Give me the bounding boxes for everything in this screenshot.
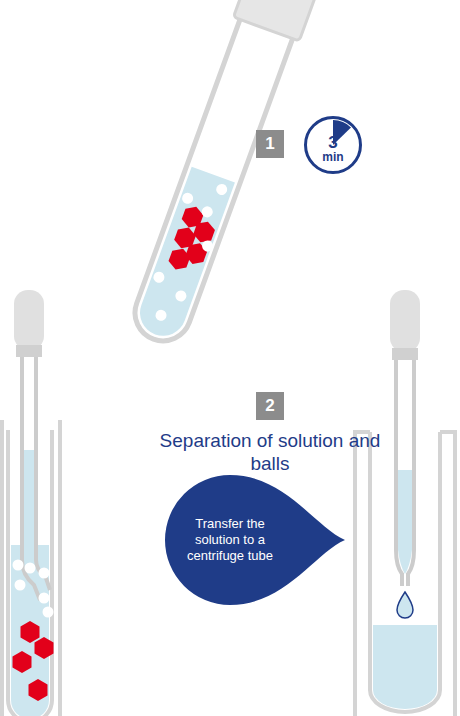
centrifuge-tube xyxy=(355,290,455,716)
step-number: 2 xyxy=(265,396,274,416)
step-badge: 2 xyxy=(256,392,284,420)
step-badge: 1 xyxy=(256,130,284,158)
timer-circle: 3min xyxy=(304,116,362,174)
test-tube xyxy=(121,0,320,351)
timer-unit: min xyxy=(322,151,343,163)
callout-text: Transfer the solution to a centrifuge tu… xyxy=(173,516,287,565)
left-tube-rack xyxy=(2,290,60,716)
step-caption: Separation of solution and balls xyxy=(150,430,390,476)
callout-drop: Transfer the solution to a centrifuge tu… xyxy=(165,475,345,605)
timer-number: 3 xyxy=(328,135,337,151)
step-number: 1 xyxy=(265,134,274,154)
